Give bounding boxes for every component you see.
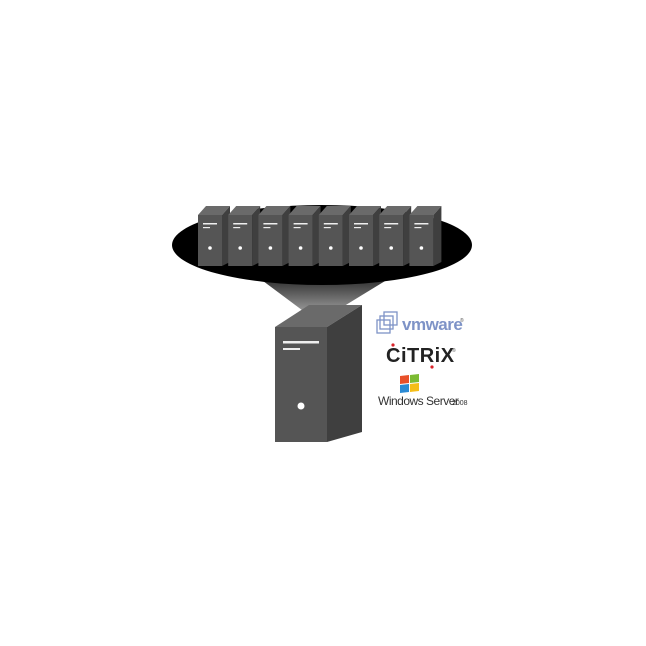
svg-text:®: ® [452,347,456,354]
server-front [198,215,222,266]
server-top [275,305,362,327]
power-button [419,246,424,250]
server-side [252,206,261,266]
power-button [329,246,333,250]
server-top [228,206,261,215]
virtual-server [409,206,442,266]
server-top [379,206,412,215]
virtual-server [349,206,381,266]
server-top [198,206,230,215]
server-top [288,206,321,215]
power-button [268,246,273,250]
power-button [389,246,394,250]
server-drive-slot [263,227,271,229]
funnel [255,275,395,322]
server-side [282,206,291,266]
server-side [373,206,381,266]
svg-text:vmware: vmware [402,315,462,334]
server-drive-slot [233,223,248,225]
power-button [297,402,305,410]
server-front [318,215,343,266]
power-button [208,246,212,250]
server-top [258,206,291,215]
vmware-logo: vmware ® [376,311,464,334]
server-side [327,305,362,442]
server-side [433,206,442,266]
server-drive-slot [283,341,319,344]
svg-text:Windows Server: Windows Server [378,394,459,408]
power-button [359,246,363,250]
virtual-server [198,206,230,266]
server-drive-slot [233,227,241,229]
server-front [275,327,327,442]
power-button [238,246,242,250]
server-drive-slot [263,223,278,225]
server-drive-slot [354,227,361,229]
server-front [409,215,434,266]
server-front [288,215,313,266]
server-drive-slot [323,223,338,225]
server-drive-slot [354,223,368,225]
power-button [298,246,303,250]
server-front [258,215,283,266]
server-drive-slot [283,348,300,350]
physical-server [275,305,362,442]
windows-server-logo: Windows Server 2008 [378,374,468,408]
citrix-logo: CiTRiX ® [386,343,456,369]
windows-flag-icon [400,374,419,393]
server-drive-slot [203,223,217,225]
virtual-server [318,206,351,266]
virtual-server [288,206,321,266]
svg-text:2008: 2008 [452,400,468,407]
svg-text:CiTRiX: CiTRiX [386,345,455,367]
server-top [318,206,351,215]
server-drive-slot [414,223,429,225]
server-drive-slot [323,227,331,229]
server-drive-slot [293,227,301,229]
server-drive-slot [414,227,422,229]
server-side [403,206,412,266]
server-top [349,206,381,215]
server-side [342,206,351,266]
virtual-servers [198,206,442,266]
virtual-server [258,206,291,266]
server-side [222,206,230,266]
virtual-server [228,206,261,266]
server-top [409,206,442,215]
virtual-server [379,206,412,266]
server-drive-slot [293,223,308,225]
server-drive-slot [203,227,210,229]
svg-text:®: ® [460,317,464,324]
server-drive-slot [384,223,399,225]
server-front [349,215,373,266]
server-drive-slot [384,227,392,229]
server-front [379,215,404,266]
server-front [228,215,253,266]
server-side [312,206,321,266]
